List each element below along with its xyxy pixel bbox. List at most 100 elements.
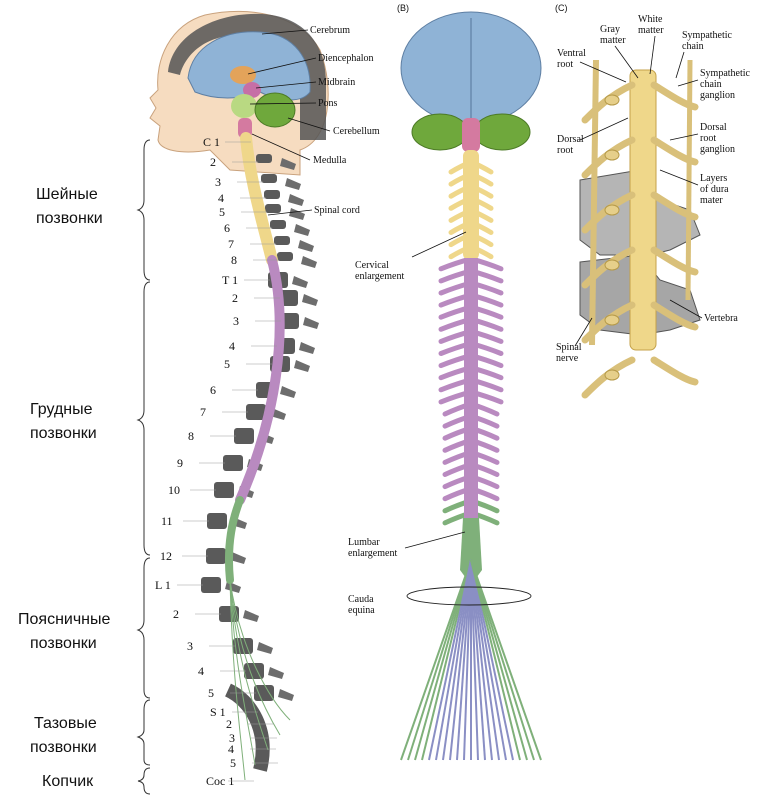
cauda-fiber [442,559,472,761]
vertebra-process [298,240,314,252]
vertebra-process [278,689,294,701]
vertebra-number: 6 [224,221,230,235]
vertebra-process [294,224,310,236]
cauda-fiber [435,559,472,761]
vertebra-process [292,276,308,288]
label-midbrain: Midbrain [318,77,355,88]
vertebra-number: 4 [228,742,234,756]
nerve-root-right [650,191,699,221]
cauda-fiber [428,559,472,761]
cauda-fiber [470,559,521,761]
vertebra-number: 8 [188,429,194,443]
spinal-nerves-c [581,59,699,399]
cerebellum [254,92,296,128]
vertebra-number: 4 [229,339,235,353]
vertebra-number: 3 [229,731,235,745]
cauda-equina-b [400,559,542,761]
vertebra-body [214,482,234,498]
label-spinal-cord: Spinal cord [314,205,360,216]
cord-thoracic-b [464,258,478,520]
cauda-fiber [470,559,479,761]
panel-c-letter: (C) [555,3,568,13]
dorsal-root-ganglion [604,94,620,106]
spinal-cord-lumbar [225,496,244,584]
pons [231,94,257,118]
panel-b-letter: (B) [397,3,409,13]
vertebra-number: T 1 [222,273,238,287]
dorsal-root-ganglion [604,149,620,161]
nerve-root-right [650,136,699,166]
region-label-coccyx: Копчик [42,773,94,790]
dorsal-root-ganglion [604,259,620,271]
vertebra-number: 2 [173,607,179,621]
vertebra-number: 5 [224,357,230,371]
vertebra-body [265,204,281,213]
vertebra-body [207,513,227,529]
vertebra-number: 8 [231,253,237,267]
nerve-root-left [581,81,636,124]
vertebra-number: 3 [187,639,193,653]
label-cerebrum-a: Cerebrum [310,25,350,36]
vertebra-process [280,386,296,398]
diencephalon [230,66,256,84]
vertebra-body [246,404,266,420]
vertebra-number: 2 [226,717,232,731]
vertebra-number: 9 [177,456,183,470]
midbrain [243,82,261,98]
label-vertebra: Vertebra [704,313,738,324]
label-diencephalon: Diencephalon [318,53,374,64]
cauda-fiber [470,559,486,761]
spinal-cord-thoracic [235,255,285,505]
vertebra-body [234,428,254,444]
vertebra-number: 6 [210,383,216,397]
vertebra-process [301,256,317,268]
vertebra-number: 2 [210,155,216,169]
vertebra-number: 3 [233,314,239,328]
vertebra-process [303,317,319,329]
vertebra-body [223,455,243,471]
vertebra-body [201,577,221,593]
cauda-fiber [400,559,472,761]
cerebellum-b [411,113,469,151]
vertebra-body [261,174,277,183]
cauda-fiber [463,559,472,761]
vertebra-process [243,610,259,622]
vertebra-number: 10 [168,483,180,497]
vertebra-process [280,158,296,170]
vertebra-process [302,294,318,306]
vertebra-process [230,552,246,564]
vertebra-process [288,194,304,206]
spinal-cord-cervical [240,132,278,266]
dorsal-root-ganglion [604,369,620,381]
region-braces [136,139,151,795]
cauda-fiber [456,559,472,761]
nerve-root-left [581,301,636,344]
cauda-fiber [470,559,507,761]
cauda-fiber [407,559,472,761]
vertebra-body [254,685,274,701]
nerve-root-left [581,191,636,234]
vertebra-process [225,581,241,593]
vertebra-process [289,208,305,220]
vertebra-process [257,642,273,654]
cauda-fiber [470,559,493,761]
vertebra-number: 3 [215,175,221,189]
cauda-fiber [470,559,535,761]
cauda-fiber [470,559,542,761]
sympathetic-chain-right [685,59,693,301]
cauda-equina-ring [406,586,532,606]
